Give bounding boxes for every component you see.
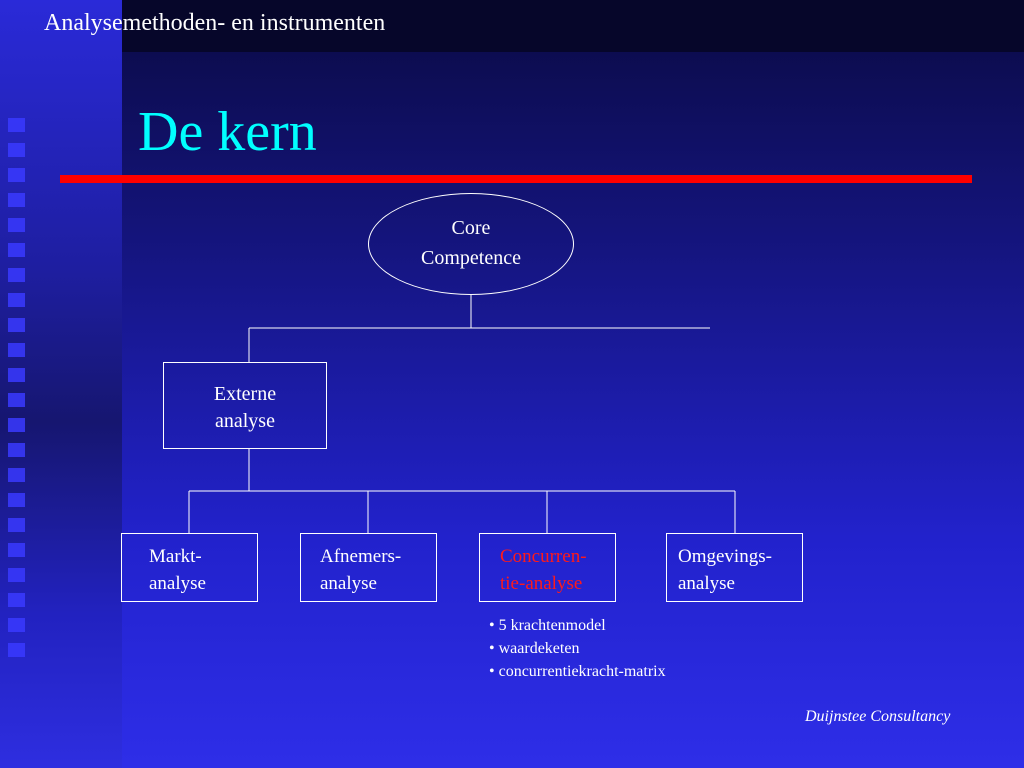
decor-square [8,518,25,532]
decor-square [8,293,25,307]
decor-square [8,193,25,207]
slide-title: De kern [138,101,317,163]
node-label: analyse [678,573,735,594]
decor-square [8,143,25,157]
concurrentie-analyse-node: Concurren- tie-analyse [479,533,616,602]
decor-square [8,543,25,557]
node-label: Competence [421,247,521,269]
bullet-item: • waardeketen [489,640,580,657]
node-label: Markt- [149,546,202,567]
decor-square [8,268,25,282]
decor-square [8,118,25,132]
decor-square [8,418,25,432]
decor-square [8,618,25,632]
core-competence-node: Core Competence [368,193,574,295]
omgevings-analyse-node: Omgevings- analyse [666,533,803,602]
decor-square [8,493,25,507]
afnemers-analyse-node: Afnemers- analyse [300,533,437,602]
markt-analyse-node: Markt- analyse [121,533,258,602]
decor-square [8,218,25,232]
node-label: analyse [320,573,377,594]
externe-analyse-node: Externe analyse [163,362,327,449]
decor-square [8,568,25,582]
bullet-item: • concurrentiekracht-matrix [489,663,666,680]
node-label: analyse [215,410,275,432]
node-label: Core [451,217,491,239]
top-band [122,0,1024,52]
title-underline [60,175,972,183]
node-label: Externe [213,383,277,405]
left-decor-panel [0,0,122,768]
decor-square [8,643,25,657]
node-label: Afnemers- [320,546,402,567]
decor-square [8,443,25,457]
bullet-item: • 5 krachtenmodel [489,617,606,634]
decor-square [8,368,25,382]
node-label: Omgevings- [678,546,772,567]
decor-square [8,468,25,482]
decor-square [8,168,25,182]
concurrentie-bullet-list: • 5 krachtenmodel • waardeketen • concur… [489,614,666,683]
decor-square [8,593,25,607]
decor-square [8,343,25,357]
node-label: analyse [149,573,206,594]
node-label: Concurren- [500,546,587,567]
decor-squares [8,118,28,668]
node-label: tie-analyse [500,573,583,594]
decor-square [8,318,25,332]
footer-credit: Duijnstee Consultancy [805,708,951,725]
slide-header: Analysemethoden- en instrumenten [44,10,386,36]
decor-square [8,243,25,257]
decor-square [8,393,25,407]
